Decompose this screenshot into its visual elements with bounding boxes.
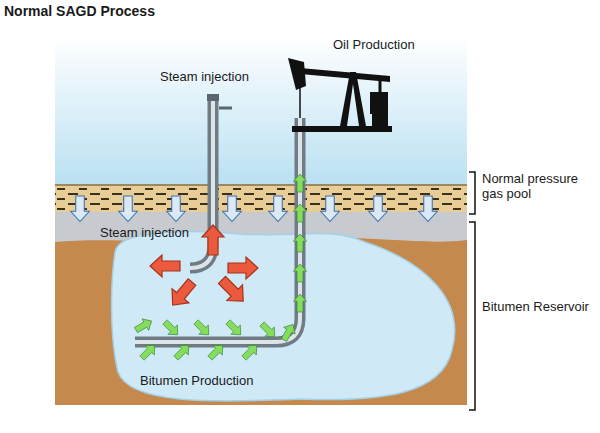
- process-label: Steam injection: [100, 226, 189, 241]
- wellhead: [207, 94, 232, 108]
- pump-base: [292, 126, 392, 132]
- caprock-band: [55, 185, 467, 213]
- gearbox: [372, 110, 388, 126]
- wellhead-cap: [207, 94, 219, 101]
- wellhead-valve: [219, 107, 232, 110]
- brackets: [469, 172, 475, 410]
- pump-frame: [340, 72, 366, 126]
- polished-rod: [299, 88, 301, 118]
- gas-pressure-arrows: [71, 196, 438, 222]
- walking-beam: [300, 68, 390, 82]
- ground-layers: [55, 35, 467, 405]
- wells: [135, 100, 300, 342]
- pump-jack: [288, 58, 392, 132]
- diagram-title: Normal SAGD Process: [4, 3, 155, 19]
- reservoir-bracket: [469, 222, 475, 410]
- bitumen-flow-arrows: [133, 174, 307, 363]
- horse-head: [288, 58, 306, 90]
- process-label: Bitumen Production: [140, 374, 253, 389]
- layer-label: Normal pressure gas pool: [482, 172, 594, 202]
- surface-line: [55, 184, 467, 186]
- steam-chamber: [112, 232, 455, 401]
- layer-label: Bitumen Reservoir: [482, 300, 594, 315]
- surface-label: Oil Production: [333, 38, 415, 53]
- shale-dashes: [55, 185, 467, 213]
- gas-pool-bracket: [469, 172, 475, 214]
- well-label: Steam injection: [160, 70, 249, 85]
- sky: [55, 35, 467, 187]
- pitman-arm: [379, 80, 382, 100]
